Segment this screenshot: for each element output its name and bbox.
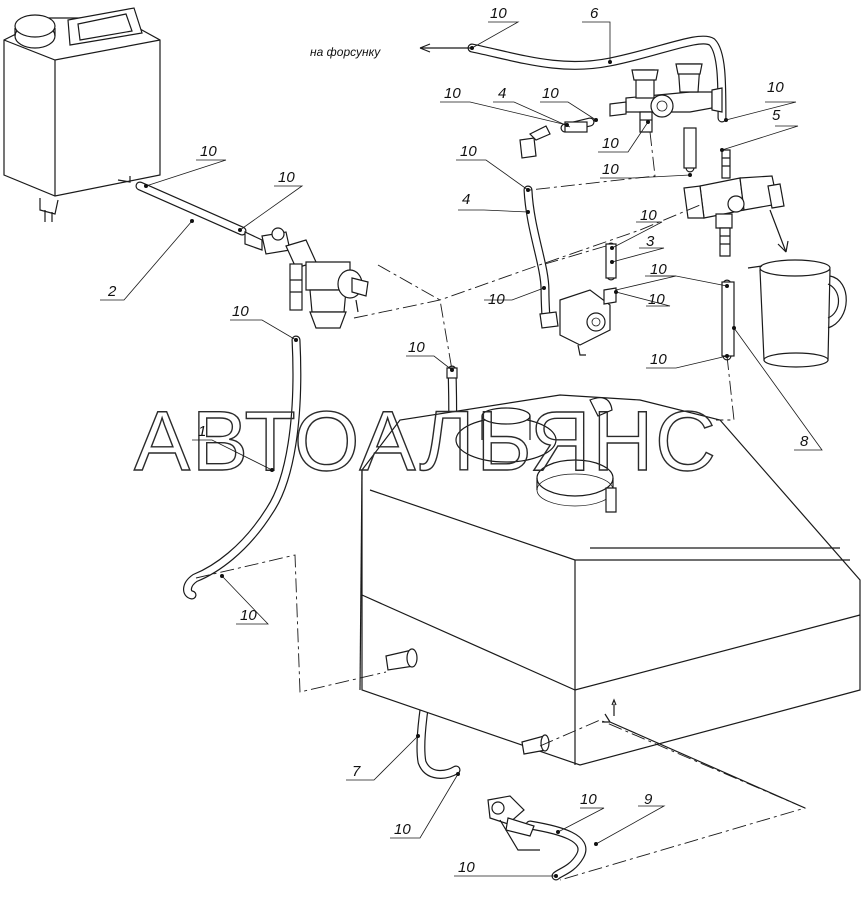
callout-labels: 10 6 10 4 10 10 5 10 10 10 4 10 10 2 10 … (107, 5, 809, 876)
callout-10: 10 (542, 85, 559, 102)
callout-7: 7 (352, 763, 361, 780)
valve-block (609, 63, 723, 133)
callout-10: 10 (602, 161, 619, 178)
callout-10: 10 (648, 291, 665, 308)
callout-10: 10 (767, 79, 784, 96)
injector-note: на форсунку (310, 45, 381, 59)
callout-10: 10 (200, 143, 217, 160)
callout-10: 10 (650, 351, 667, 368)
callout-10: 10 (232, 303, 249, 320)
callout-8: 8 (800, 433, 809, 450)
callout-4: 4 (462, 191, 470, 208)
callout-1: 1 (198, 423, 206, 440)
callout-10: 10 (408, 339, 425, 356)
callout-10: 10 (444, 85, 461, 102)
callout-3: 3 (646, 233, 655, 250)
hose-4-lower (523, 185, 551, 325)
callout-10: 10 (394, 821, 411, 838)
hose-9 (525, 820, 587, 881)
measuring-jug (747, 259, 847, 368)
leader-dots (144, 46, 736, 878)
callout-5: 5 (772, 107, 781, 124)
callout-10: 10 (640, 207, 657, 224)
watermark: АВТОАЛЬЯНС (134, 394, 718, 488)
filter-assembly (244, 227, 369, 329)
injector-arrow (419, 43, 472, 53)
pump (539, 287, 617, 356)
hose-1 (183, 335, 302, 600)
callout-10: 10 (650, 261, 667, 278)
callout-10: 10 (602, 135, 619, 152)
callout-6: 6 (590, 5, 599, 22)
callout-9: 9 (644, 791, 653, 808)
canister (3, 7, 161, 222)
main-tank (359, 394, 861, 766)
hose-6 (467, 35, 727, 123)
drain-valve (487, 795, 540, 851)
callout-10: 10 (490, 5, 507, 22)
connection-lines (195, 131, 807, 881)
hose-2 (135, 181, 247, 236)
leader-lines (100, 21, 823, 877)
jug-arrow (769, 209, 789, 253)
callout-10: 10 (278, 169, 295, 186)
callout-2: 2 (107, 283, 117, 300)
callout-10: 10 (488, 291, 505, 308)
callout-10: 10 (458, 859, 475, 876)
valve-assembly-right (683, 149, 785, 257)
callout-10: 10 (240, 607, 257, 624)
callout-10: 10 (580, 791, 597, 808)
callout-4: 4 (498, 85, 506, 102)
callout-10: 10 (460, 143, 477, 160)
